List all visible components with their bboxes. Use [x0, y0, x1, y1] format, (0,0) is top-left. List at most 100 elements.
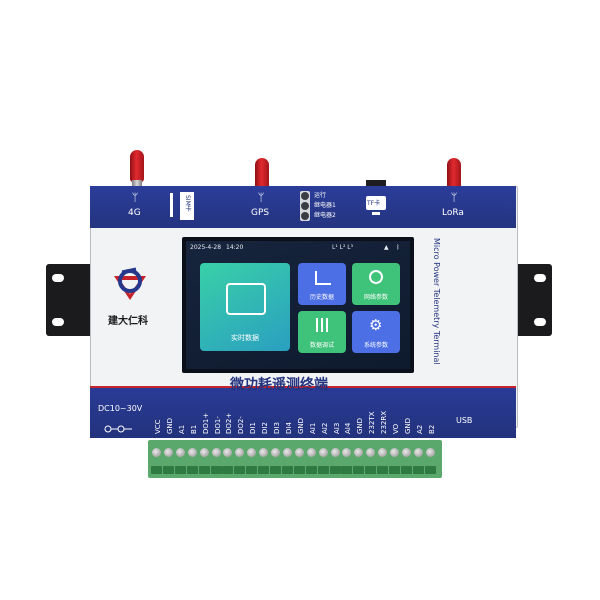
touch-display[interactable]: 2025-4-28 14:20 L¹ L² L³ ▲ ᛒ 实时数据 历史数据 网… — [186, 241, 410, 369]
pin-label: DO1+ — [201, 412, 210, 434]
tile-label: 实时数据 — [231, 334, 259, 342]
wire-slot[interactable] — [365, 466, 377, 474]
wire-slot[interactable] — [151, 466, 162, 474]
terminal-screw[interactable] — [235, 448, 245, 457]
chart-icon — [226, 283, 266, 315]
pin-label: DO2+ — [225, 412, 234, 434]
terminal-screw[interactable] — [259, 448, 269, 457]
tile-history-data[interactable]: 历史数据 — [298, 263, 346, 305]
pin-label: GND — [403, 417, 412, 434]
wire-slot[interactable] — [210, 466, 222, 474]
sim-slot[interactable]: SIM卡 — [180, 192, 194, 220]
bracket-hole — [534, 318, 546, 326]
pin-label: DI1 — [249, 422, 258, 434]
terminal-screw[interactable] — [163, 448, 173, 457]
terminal-screw[interactable] — [211, 448, 221, 457]
tf-card-slot[interactable]: TF卡 — [366, 196, 386, 210]
terminal-screw[interactable] — [306, 448, 316, 457]
bottom-band — [90, 388, 516, 438]
wire-slot[interactable] — [317, 466, 329, 474]
tile-label: 历史数据 — [309, 294, 334, 301]
led-strip — [300, 191, 310, 221]
pin-label: AI3 — [332, 422, 341, 434]
wire-slot[interactable] — [400, 466, 412, 474]
wire-slot[interactable] — [234, 466, 246, 474]
terminal-screw[interactable] — [247, 448, 257, 457]
wire-slot[interactable] — [353, 466, 365, 474]
pin-label: AI2 — [320, 422, 329, 434]
tile-realtime-data[interactable]: 实时数据 — [200, 263, 290, 351]
led-run — [301, 192, 309, 200]
indicator-label: 继电器1 — [314, 202, 336, 209]
terminal-screw[interactable] — [199, 448, 209, 457]
pin-label: AI1 — [308, 422, 317, 434]
wire-slot[interactable] — [389, 466, 400, 474]
wire-slot[interactable] — [198, 466, 210, 474]
antenna-4g — [130, 150, 144, 190]
pin-label: DI4 — [284, 422, 293, 434]
wire-slot[interactable] — [424, 466, 436, 474]
wire-slot[interactable] — [258, 466, 270, 474]
signal-icon: ▲ — [384, 244, 389, 251]
tile-network-params[interactable]: 网络参数 — [352, 263, 400, 305]
terminal-screw[interactable] — [401, 448, 411, 457]
wire-slot[interactable] — [293, 466, 305, 474]
tile-data-debug[interactable]: 数据调试 — [298, 311, 346, 353]
terminal-screw[interactable] — [282, 448, 292, 457]
terminal-screw[interactable] — [187, 448, 197, 457]
wire-slot[interactable] — [222, 466, 234, 474]
led-relay1 — [301, 202, 309, 210]
terminal-screw[interactable] — [152, 448, 161, 457]
trend-icon — [315, 271, 331, 285]
terminal-screw[interactable] — [223, 448, 233, 457]
terminal-screw[interactable] — [271, 448, 280, 457]
side-caption: Micro Power Telemetry Terminal — [432, 238, 441, 365]
terminal-screw[interactable] — [330, 448, 340, 457]
wire-slot[interactable] — [174, 466, 186, 474]
brand-name: 建大仁科 — [108, 316, 148, 327]
wire-slot[interactable] — [341, 466, 353, 474]
pin-label: VO — [392, 423, 400, 434]
usb-label: USB — [456, 416, 473, 425]
wire-slot[interactable] — [377, 466, 389, 474]
wire-slot[interactable] — [270, 466, 281, 474]
terminal-screw[interactable] — [390, 448, 399, 457]
screen-date: 2025-4-28 — [190, 244, 222, 251]
wire-slot[interactable] — [412, 466, 424, 474]
tile-label: 网络参数 — [363, 294, 388, 301]
power-label: DC10~30V — [98, 404, 143, 413]
wire-slot[interactable] — [186, 466, 198, 474]
terminal-screw[interactable] — [342, 448, 352, 457]
wire-slot[interactable] — [162, 466, 174, 474]
tile-system-params[interactable]: ⚙ 系统参数 — [352, 311, 400, 353]
wire-slot[interactable] — [305, 466, 317, 474]
pin-label: GND — [165, 417, 174, 434]
pin-label: VCC — [154, 419, 162, 434]
pin-label: 232RX — [380, 410, 389, 434]
terminal-screw[interactable] — [366, 448, 376, 457]
pin-label: DI3 — [273, 422, 281, 434]
label-gps: GPS — [251, 208, 270, 218]
terminal-screw[interactable] — [354, 448, 364, 457]
terminal-screw[interactable] — [378, 448, 388, 457]
pin-label: AI4 — [344, 422, 353, 434]
terminal-screw[interactable] — [318, 448, 328, 457]
wire-slot[interactable] — [246, 466, 258, 474]
terminal-screw[interactable] — [425, 448, 435, 457]
terminal-screw[interactable] — [413, 448, 423, 457]
terminal-screw[interactable] — [175, 448, 185, 457]
sim-label: SIM卡 — [184, 195, 191, 212]
dc-polarity-icon — [104, 418, 134, 433]
wire-slot[interactable] — [281, 466, 293, 474]
indicator-label: 继电器2 — [314, 212, 336, 219]
wire-slot[interactable] — [329, 466, 341, 474]
pin-label: DO1- — [213, 416, 222, 434]
terminal-screw[interactable] — [294, 448, 304, 457]
tf-label: TF卡 — [367, 200, 381, 207]
label-lora: LoRa — [442, 208, 464, 218]
pin-label: B1 — [189, 424, 198, 434]
pin-label: A1 — [177, 424, 186, 434]
pin-label: GND — [356, 417, 365, 434]
bracket-hole — [52, 318, 64, 326]
pin-label: GND — [296, 417, 305, 434]
